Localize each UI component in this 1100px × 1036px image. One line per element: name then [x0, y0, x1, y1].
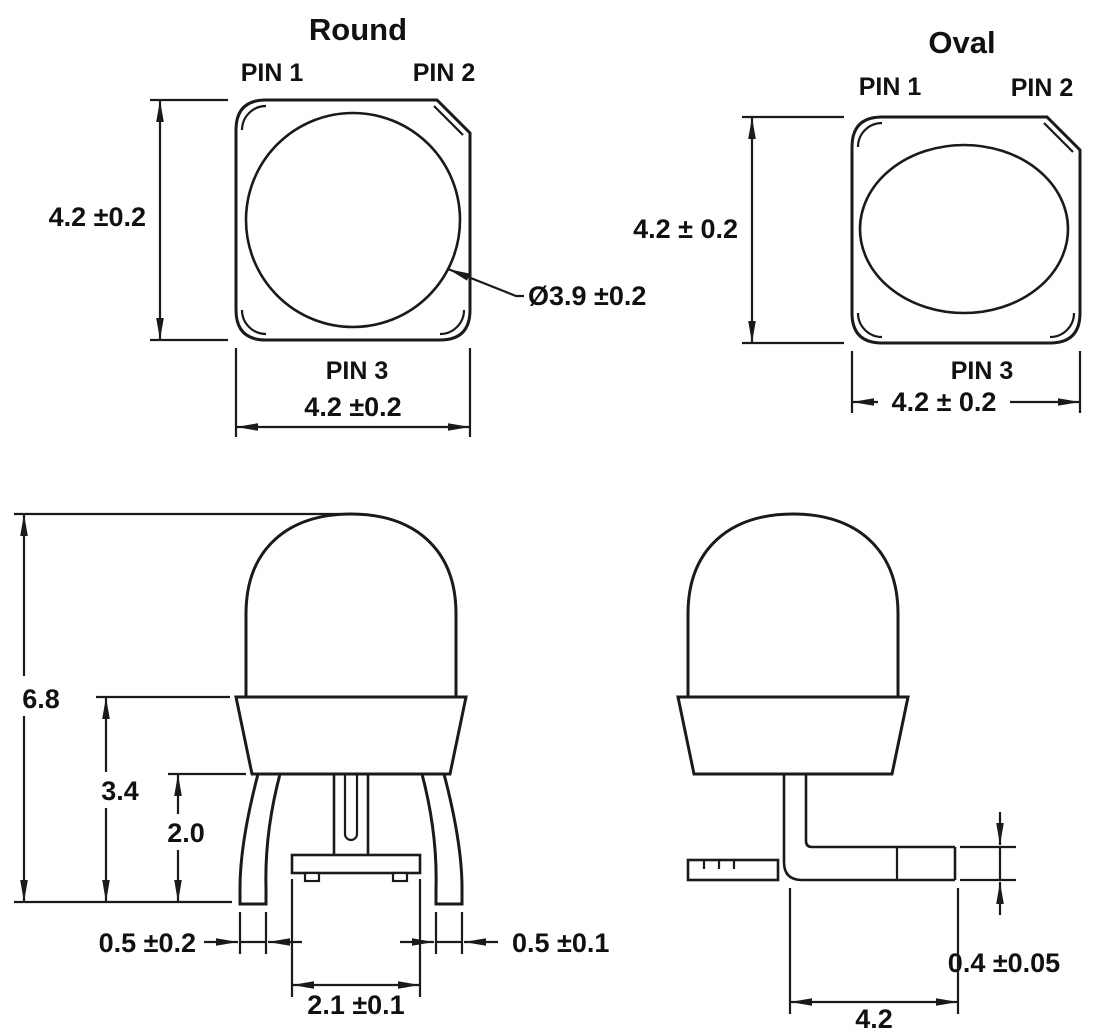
- round-height-dim: 4.2 ±0.2: [49, 202, 146, 232]
- oval-package-inner-corner-lines: [856, 121, 1076, 339]
- foot-tab: [303, 871, 321, 883]
- dimension-text-mask: [12, 676, 70, 716]
- oval-height-dim: 4.2 ± 0.2: [633, 214, 738, 244]
- oval-top-view: Oval PIN 1 PIN 2 4.2 ± 0.2 PIN 3 4.2 ± 0…: [633, 25, 1082, 418]
- left-outer-leg: [238, 773, 282, 906]
- center-foot-bar: [290, 853, 422, 875]
- foot-serration-marks: [702, 860, 736, 869]
- dimension-text-mask: [878, 384, 1010, 418]
- round-side-view: 6.8 3.4 2.0 0.5 ±0.2 0.5 ±0.1 2.1 ±0.1: [12, 512, 609, 1020]
- leader-line: [447, 267, 524, 298]
- body-height-dim: 3.4: [101, 776, 139, 806]
- foot-right-dim: 0.5 ±0.1: [512, 928, 609, 958]
- round-top-view: Round PIN 1 PIN 2 4.2 ±0.2 PIN 3 4.2 ±0.…: [49, 12, 646, 437]
- round-flange-profile: [234, 695, 468, 776]
- round-package-inner-corner-lines: [240, 104, 466, 336]
- oval-chamfer-mark: [1043, 122, 1074, 153]
- round-lens: [244, 111, 462, 329]
- round-dome-profile: [244, 512, 458, 697]
- oval-lens: [858, 143, 1070, 315]
- extension-line: [238, 912, 268, 954]
- extension-line: [960, 845, 1016, 882]
- standoff-dim: 2.0: [167, 818, 205, 848]
- round-pin2-label: PIN 2: [413, 59, 476, 87]
- lead-length-dim: 4.2: [855, 1004, 893, 1031]
- oval-width-dim: 4.2 ± 0.2: [892, 387, 997, 417]
- extension-line: [14, 512, 340, 904]
- right-outer-leg: [420, 773, 464, 906]
- total-height-dim: 6.8: [22, 684, 60, 714]
- round-title: Round: [309, 12, 407, 47]
- oval-flange-profile: [676, 695, 910, 776]
- foot-span-dim: 2.1 ±0.1: [307, 990, 404, 1020]
- round-width-dim: 4.2 ±0.2: [304, 392, 401, 422]
- foot-left-dim: 0.5 ±0.2: [99, 928, 196, 958]
- oval-pin2-label: PIN 2: [1011, 74, 1074, 102]
- extension-line: [290, 879, 422, 997]
- round-pin1-label: PIN 1: [241, 59, 304, 87]
- dimension-text-mask: [158, 814, 214, 850]
- oval-side-view: 0.4 ±0.05 4.2: [676, 512, 1060, 1034]
- extension-line: [234, 348, 472, 437]
- extension-line: [150, 98, 228, 342]
- dimension-text-mask: [92, 772, 148, 808]
- lead-thickness-dim: 0.4 ±0.05: [948, 948, 1060, 978]
- round-chamfer-mark: [433, 105, 464, 136]
- oval-pin1-label: PIN 1: [859, 73, 922, 101]
- round-pin3-label: PIN 3: [326, 357, 389, 385]
- oval-title: Oval: [928, 25, 995, 60]
- extension-line: [742, 115, 844, 345]
- bent-lead-inner-edge: [804, 774, 955, 849]
- extension-line: [434, 912, 464, 954]
- center-lead-slot: [343, 774, 359, 842]
- extension-line: [788, 888, 960, 1014]
- oval-pin3-label: PIN 3: [951, 357, 1014, 385]
- oval-dome-profile: [686, 512, 900, 697]
- center-lead: [332, 774, 370, 856]
- bent-lead-outer-edge: [782, 774, 955, 882]
- round-lens-dia-dim: Ø3.9 ±0.2: [528, 281, 646, 311]
- foot-tab: [391, 871, 409, 883]
